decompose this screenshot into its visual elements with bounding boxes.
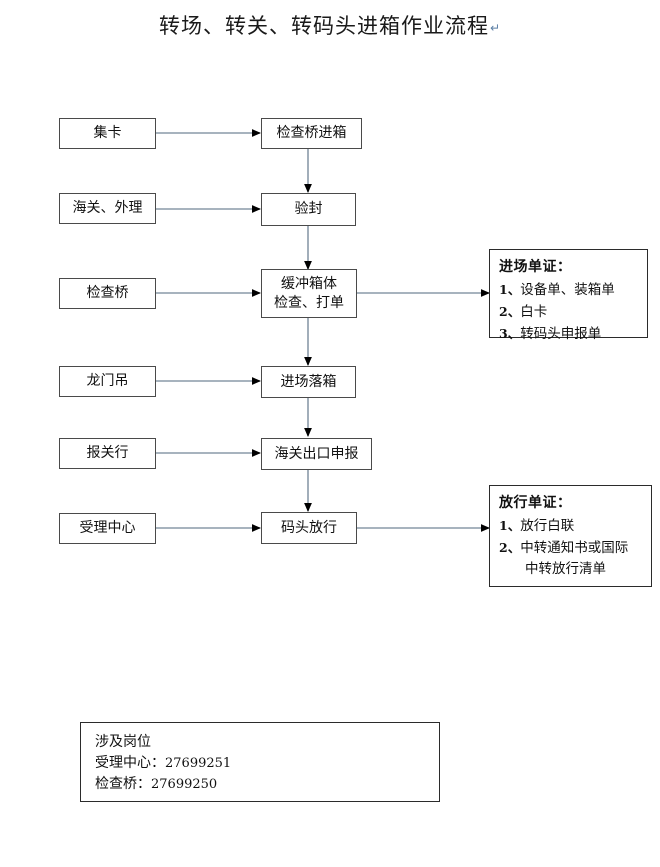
contact-row: 受理中心：27699251 [95, 753, 439, 774]
panel-list-item: 1、放行白联 [499, 515, 651, 537]
panel-item-text: 放行白联 [520, 518, 575, 534]
actor-box-longmendiao[interactable]: 龙门吊 [59, 366, 156, 397]
panel-list-item: 1、设备单、装箱单 [499, 279, 647, 301]
actor-box-jianchaqiao[interactable]: 检查桥 [59, 278, 156, 309]
page-title: 转场、转关、转码头进箱作业流程↵ [0, 10, 660, 40]
actor-label: 受理中心 [79, 520, 136, 536]
actor-box-shoulizhongxin[interactable]: 受理中心 [59, 513, 156, 544]
actor-label: 检查桥 [86, 285, 129, 301]
step-label-line2: 检查、打单 [274, 294, 344, 311]
step-label-line1: 缓冲箱体 [281, 275, 337, 292]
actor-label: 集卡 [93, 125, 122, 141]
panel-item-text: 白卡 [520, 304, 548, 320]
panel-title: 放行单证： [499, 495, 572, 511]
step-label-line1: 进场落箱 [280, 373, 337, 390]
step-label-line1: 海关出口申报 [274, 445, 359, 462]
contact-phone: 27699251 [165, 756, 232, 771]
step-box-matou-fangxing[interactable]: 码头放行 [261, 512, 357, 544]
contact-row: 检查桥：27699250 [95, 774, 439, 795]
contact-label: 受理中心： [95, 755, 165, 771]
actor-box-jika[interactable]: 集卡 [59, 118, 156, 149]
actor-label: 报关行 [86, 445, 129, 461]
actor-box-baoguanhang[interactable]: 报关行 [59, 438, 156, 469]
step-box-jianchaqiao-jinxiang[interactable]: 检查桥进箱 [261, 118, 362, 149]
panel-item-text: 转码头申报单 [520, 326, 602, 342]
step-label-line1: 检查桥进箱 [276, 125, 347, 141]
panel-release-documents[interactable]: 放行单证： 1、放行白联 2、中转通知书或国际 中转放行清单 [489, 485, 652, 587]
contact-heading: 涉及岗位 [95, 734, 151, 750]
panel-entry-documents[interactable]: 进场单证： 1、设备单、装箱单 2、白卡 3、转码头申报单 [489, 249, 648, 342]
contact-label: 检查桥： [95, 776, 151, 792]
panel-title: 进场单证： [499, 259, 572, 275]
panel-item-number: 3、 [499, 326, 521, 341]
panel-item-number: 1、 [499, 518, 521, 533]
panel-list-item: 3、转码头申报单 [499, 323, 647, 345]
panel-item-number: 2、 [499, 540, 521, 555]
page-title-text: 转场、转关、转码头进箱作业流程 [158, 14, 489, 38]
panel-item-number: 2、 [499, 304, 521, 319]
actor-label: 龙门吊 [86, 373, 129, 389]
contact-info-box[interactable]: 涉及岗位 受理中心：27699251 检查桥：27699250 [80, 722, 440, 802]
panel-item-number: 1、 [499, 282, 521, 297]
panel-item-continuation: 中转放行清单 [525, 561, 606, 577]
step-box-haiguan-chukou-shenbao[interactable]: 海关出口申报 [261, 438, 372, 470]
step-label-line1: 验封 [294, 201, 323, 217]
panel-list-item: 2、白卡 [499, 301, 647, 323]
contact-phone: 27699250 [151, 777, 218, 792]
panel-item-text: 中转通知书或国际 [520, 540, 629, 556]
step-box-huanchongxiangti[interactable]: 缓冲箱体 检查、打单 [261, 269, 357, 318]
step-box-yanfeng[interactable]: 验封 [261, 193, 356, 226]
step-box-jinchang-luoxiang[interactable]: 进场落箱 [261, 366, 356, 398]
panel-item-text: 设备单、装箱单 [520, 282, 615, 298]
actor-box-haiguan-waili[interactable]: 海关、外理 [59, 193, 156, 224]
actor-label: 海关、外理 [72, 200, 143, 216]
panel-list-item: 2、中转通知书或国际 中转放行清单 [499, 537, 651, 580]
pilcrow-mark: ↵ [489, 20, 502, 35]
step-label-line1: 码头放行 [281, 519, 337, 536]
